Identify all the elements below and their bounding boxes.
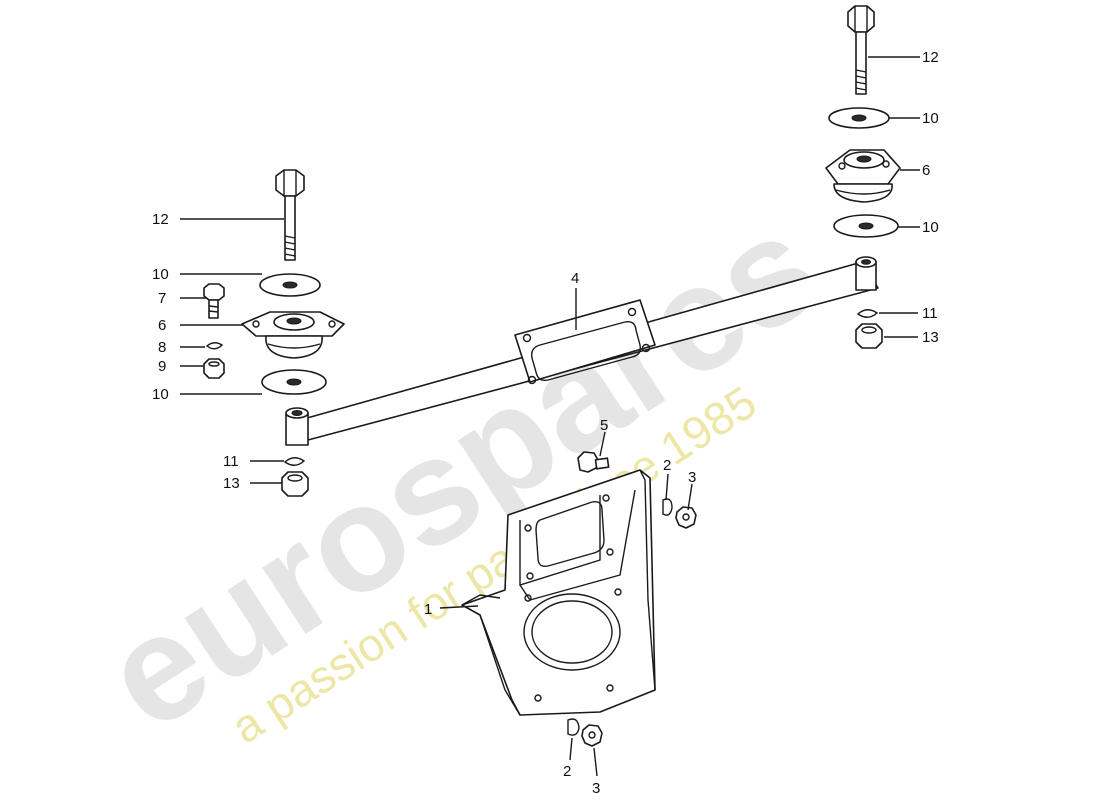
nut-13-left [281,471,309,497]
watermark-brand: eurospares [76,180,846,761]
label-11-right: 11 [922,305,938,322]
mount-bracket-1 [461,469,656,716]
lock-washer-8 [205,342,224,350]
label-9: 9 [158,358,166,375]
bolt-12-right [847,5,875,95]
engine-mount-6-right [825,149,901,203]
label-4: 4 [571,270,579,287]
label-12-right: 12 [922,49,939,66]
label-3-upper: 3 [688,469,696,486]
label-6-left: 6 [158,317,166,334]
bolt-7 [203,283,225,319]
lock-washer-11-right [856,309,879,318]
label-2-upper: 2 [663,457,671,474]
watermark: eurospares a passion for parts since 198… [76,180,846,761]
label-13-right: 13 [922,329,939,346]
label-10-left-top: 10 [152,266,169,283]
left-mount-stack [203,169,345,497]
washer-2-lower [567,718,580,736]
lock-washer-11-left [283,457,306,466]
label-7: 7 [158,290,166,307]
washer-2-upper [662,498,673,516]
label-11-left: 11 [223,453,239,470]
stud-5 [577,451,610,473]
nut-3-lower [581,724,603,747]
label-13-left: 13 [223,475,240,492]
bolt-12-left [275,169,305,261]
label-6-right: 6 [922,162,930,179]
label-10-right-top: 10 [922,110,939,127]
label-8: 8 [158,339,166,356]
right-mount-stack [825,5,901,349]
label-12-left: 12 [152,211,169,228]
label-10-right-bottom: 10 [922,219,939,236]
crossmember [285,256,879,446]
nut-13-right [855,323,883,349]
engine-mount-6-left [241,311,345,359]
leader-lines [180,56,920,777]
nut-9 [203,358,225,379]
callout-labels: 12 10 7 6 8 9 10 11 13 4 5 1 2 3 2 3 12 … [152,49,939,797]
nut-3-upper [675,506,697,529]
label-5: 5 [600,417,608,434]
label-2-lower: 2 [563,763,571,780]
label-1: 1 [424,601,432,618]
label-10-left-bottom: 10 [152,386,169,403]
label-3-lower: 3 [592,780,600,797]
